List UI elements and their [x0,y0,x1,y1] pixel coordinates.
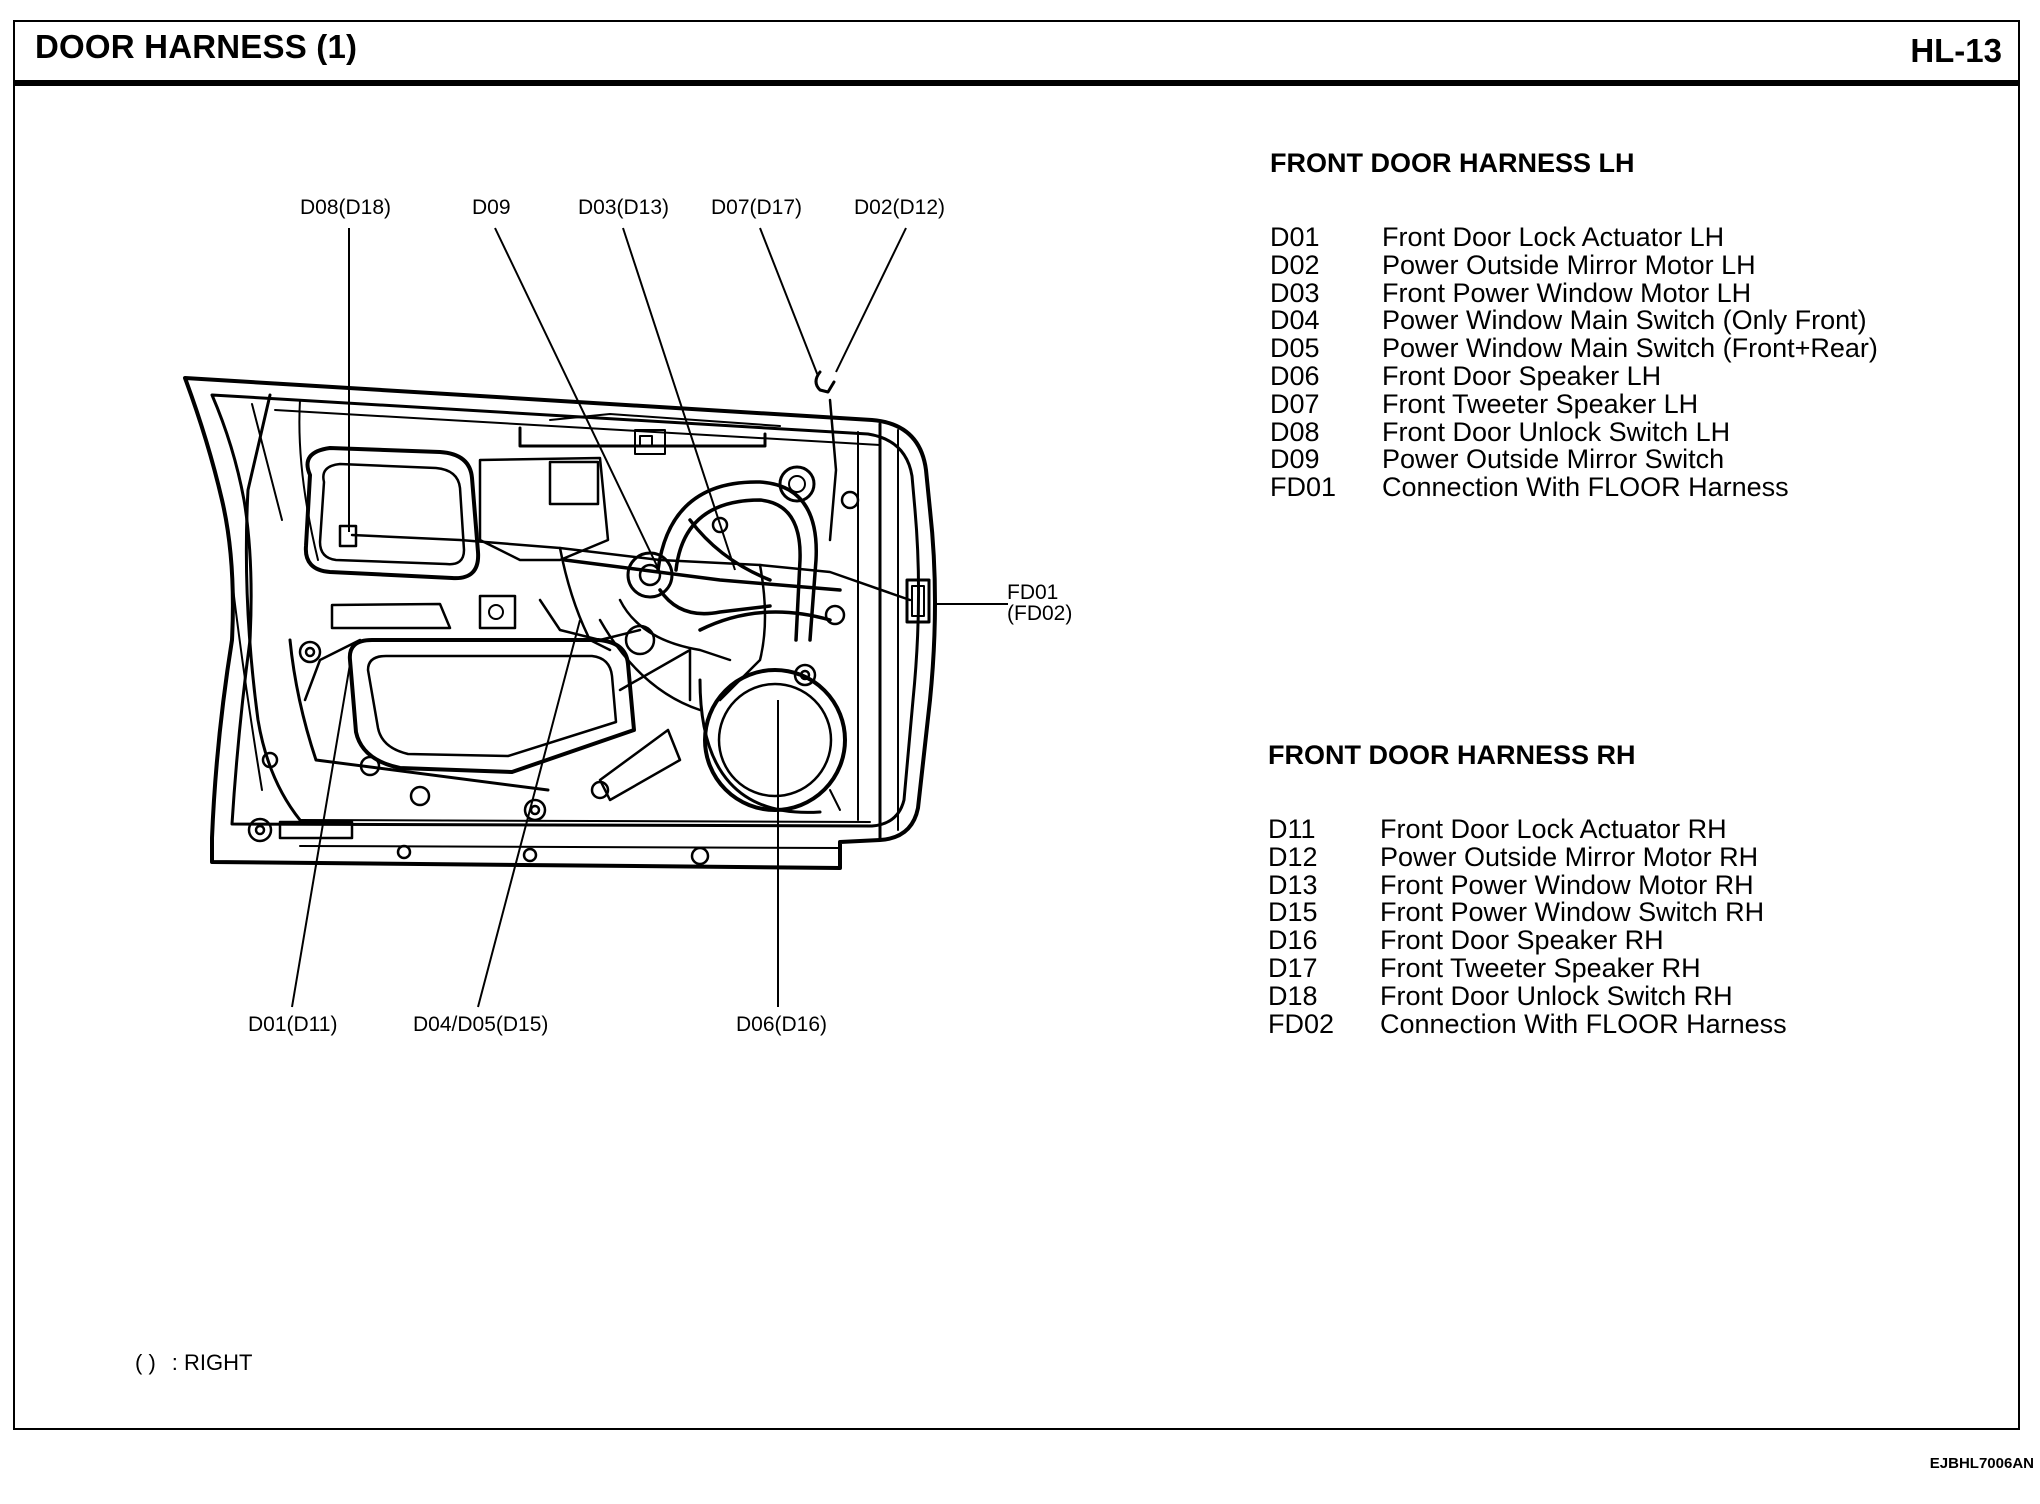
footnote-symbol: ( ) [135,1350,156,1375]
legend-desc: Front Power Window Switch RH [1380,897,1765,928]
legend-code: D16 [1268,925,1318,956]
legend-code: D12 [1268,841,1318,872]
legend-row: D17 Front Tweeter Speaker RH [1268,952,1787,983]
rh-section-title: FRONT DOOR HARNESS RH [1268,740,1636,770]
legend-desc: Front Door Lock Actuator RH [1380,814,1727,844]
document-code: EJBHL7006AN [1929,1455,2034,1472]
legend-desc: Connection With FLOOR Harness [1380,1008,1787,1039]
callout-d03: D03(D13) [578,196,670,219]
legend-code: D03 [1270,277,1320,308]
legend-row: D11 Front Door Lock Actuator RH [1268,814,1787,844]
callout-d08: D08(D18) [300,196,392,219]
legend-row: D08 Front Door Unlock Switch LH [1270,416,1878,447]
callout-fd01-line2: (FD02) [1007,602,1073,625]
legend-row: D15 Front Power Window Switch RH [1268,899,1787,927]
legend-row: D04 Power Window Main Switch (Only Front) [1270,307,1878,335]
legend-desc: Front Power Window Motor RH [1380,869,1754,900]
footnote-right: ( ) : RIGHT [135,1350,252,1376]
legend-code: FD01 [1270,472,1337,503]
d07-clip [814,370,836,394]
legend-code: D09 [1270,444,1320,475]
callout-d06: D06(D16) [736,1013,828,1036]
legend-desc: Power Outside Mirror Motor RH [1380,841,1759,872]
page-title: DOOR HARNESS (1) [35,28,358,65]
legend-row: D03 Front Power Window Motor LH [1270,277,1878,308]
speaker [698,668,847,814]
legend-row: FD01 Connection With FLOOR Harness [1270,472,1878,503]
legend-code: D01 [1270,222,1320,252]
mounting-holes [247,490,860,866]
legend-code: D04 [1270,305,1320,336]
legend-row: D01 Front Door Lock Actuator LH [1270,222,1878,252]
door-shell [183,376,937,870]
regulator-rails [563,480,842,642]
legend-desc: Power Window Main Switch (Only Front) [1382,305,1867,336]
legend-code: D18 [1268,980,1318,1011]
fd01-connector [905,578,931,624]
legend-code: D11 [1268,814,1316,844]
callout-fd01: FD01 (FD02) [1007,582,1072,624]
callout-d02: D02(D12) [854,196,946,219]
legend-code: D02 [1270,249,1320,280]
title-bar: DOOR HARNESS (1) HL-13 [15,22,2018,86]
legend-desc: Front Door Speaker RH [1380,925,1664,956]
legend-code: D15 [1268,897,1318,928]
callout-d01: D01(D11) [248,1013,338,1036]
legend-desc: Front Power Window Motor LH [1382,277,1752,308]
wiring-harness [303,398,912,712]
upper-opening [303,429,666,581]
legend-row: D16 Front Door Speaker RH [1268,925,1787,956]
legend-desc: Power Outside Mirror Switch [1382,444,1725,475]
callout-d07: D07(D17) [711,196,803,219]
diagram-frame: DOOR HARNESS (1) HL-13 [13,20,2020,1430]
tweeter [778,465,816,503]
legend-desc: Front Door Unlock Switch RH [1380,980,1733,1011]
leader-lines [291,227,1008,1008]
legend-desc: Power Outside Mirror Motor LH [1382,249,1756,280]
legend-desc: Power Window Main Switch (Front+Rear) [1382,333,1878,364]
legend-row: D12 Power Outside Mirror Motor RH [1268,841,1787,872]
page-number: HL-13 [1910,32,2002,69]
legend-code: D06 [1270,360,1320,391]
callout-d09: D09 [472,196,511,219]
legend-code: D08 [1270,416,1320,447]
legend-code: D07 [1270,388,1320,419]
legend-desc: Front Tweeter Speaker LH [1382,388,1699,419]
legend-row: D18 Front Door Unlock Switch RH [1268,980,1787,1011]
legend-row: D02 Power Outside Mirror Motor LH [1270,249,1878,280]
lh-section-title: FRONT DOOR HARNESS LH [1270,148,1635,178]
legend-row: FD02 Connection With FLOOR Harness [1268,1008,1787,1039]
callout-d04: D04/D05(D15) [413,1013,549,1036]
legend-desc: Connection With FLOOR Harness [1382,472,1789,503]
legend-row: D06 Front Door Speaker LH [1270,360,1878,391]
legend-desc: Front Door Unlock Switch LH [1382,416,1731,447]
legend-row: D09 Power Outside Mirror Switch [1270,446,1878,474]
legend-code: D13 [1268,869,1318,900]
legend-desc: Front Door Lock Actuator LH [1382,222,1725,252]
legend-code: D17 [1268,952,1318,983]
legend-row: D07 Front Tweeter Speaker LH [1270,388,1878,419]
legend-desc: Front Tweeter Speaker RH [1380,952,1701,983]
legend-desc: Front Door Speaker LH [1382,360,1662,391]
callout-fd01-line1: FD01 [1007,581,1059,604]
legend-row: D05 Power Window Main Switch (Front+Rear) [1270,333,1878,364]
rh-legend: D11 Front Door Lock Actuator RH D12 Power … [1268,814,1787,1039]
drain-slot [278,820,354,840]
legend-code: D05 [1270,333,1320,364]
mechanisms [330,551,674,656]
legend-row: D13 Front Power Window Motor RH [1268,869,1787,900]
legend-code: FD02 [1268,1008,1335,1039]
footnote-text: : RIGHT [171,1350,253,1375]
